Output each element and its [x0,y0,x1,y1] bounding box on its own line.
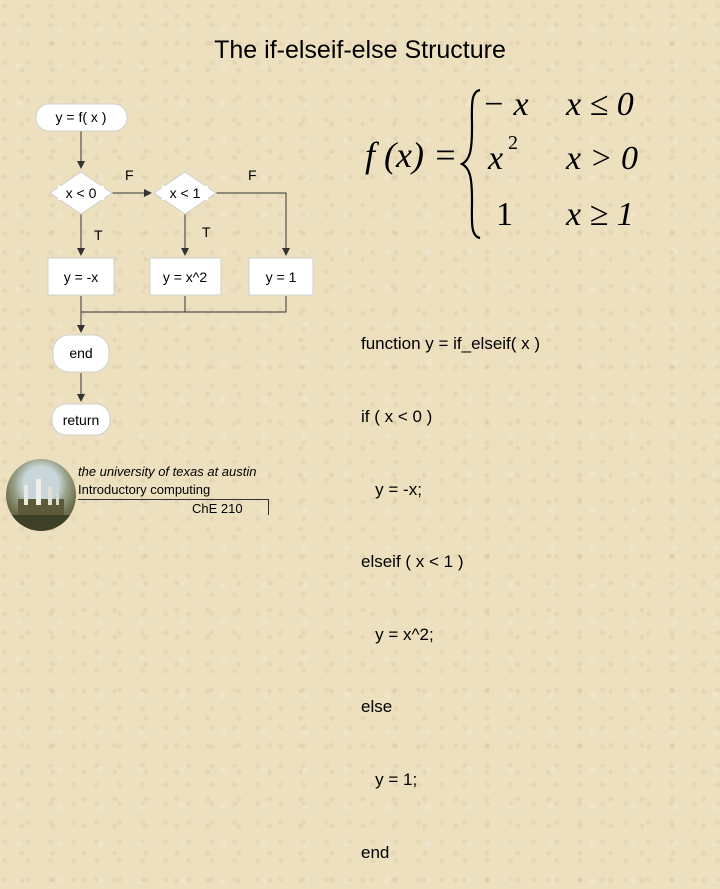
box-y-x-squared: y = x^2 [149,257,222,296]
code-line: y = x^2; [361,624,434,644]
case2-exponent: 2 [508,132,518,154]
true-label-2: T [202,224,211,240]
code-line: if ( x < 0 ) [361,407,433,426]
campus-photo [6,459,76,531]
logo-line-3: ChE 210 [192,501,243,516]
code-line: elseif ( x < 1 ) [361,552,464,572]
box-y-one: y = 1 [248,257,314,296]
true-label-1: T [94,227,103,243]
svg-text:y = -x: y = -x [64,269,99,285]
formula-lhs: f (x) = [365,135,458,175]
box-y-neg-x: y = -x [47,257,115,296]
svg-text:y = 1: y = 1 [266,269,297,285]
decision-x-lt-0: x < 0 [49,171,113,215]
code-listing: function y = if_elseif( x ) if ( x < 0 )… [361,284,540,889]
decision-x-lt-1: x < 1 [153,171,217,215]
return-node: return [51,403,111,436]
decision1-label: x < 0 [66,185,97,201]
false-label-1: F [125,167,134,183]
logo-line-2: Introductory computing [78,482,211,497]
brace-icon [460,88,481,240]
case2-expr: x [488,140,504,177]
case2-cond: x > 0 [566,140,639,177]
code-line: y = -x; [361,479,422,499]
ut-logo: the university of texas at austin Introd… [6,459,276,537]
start-node: y = f( x ) [35,103,128,132]
end-node: end [52,334,110,373]
piecewise-formula: f (x) = − x x ≤ 0 x 2 x > 0 1 x ≥ 1 [360,84,660,240]
code-line: else [361,697,393,717]
svg-text:end: end [69,345,92,361]
decision2-label: x < 1 [170,185,201,201]
code-line: function y = if_elseif( x ) [361,334,541,354]
page-title: The if-elseif-else Structure [214,36,506,64]
case3-expr: 1 [496,196,513,233]
logo-divider-vertical [268,499,269,515]
false-label-2: F [248,167,257,183]
logo-divider [78,499,268,500]
code-line: y = 1; [361,769,418,789]
svg-text:y = x^2: y = x^2 [163,269,208,285]
case1-expr: − x [482,86,529,123]
code-line: end [361,842,390,862]
start-label: y = f( x ) [56,109,107,125]
svg-text:return: return [63,412,100,428]
case3-cond: x ≥ 1 [566,196,634,233]
logo-line-1: the university of texas at austin [78,464,257,479]
case1-cond: x ≤ 0 [566,86,634,123]
flowchart: y = f( x ) x < 0 x < 1 F F T T y = -x y … [35,103,314,436]
